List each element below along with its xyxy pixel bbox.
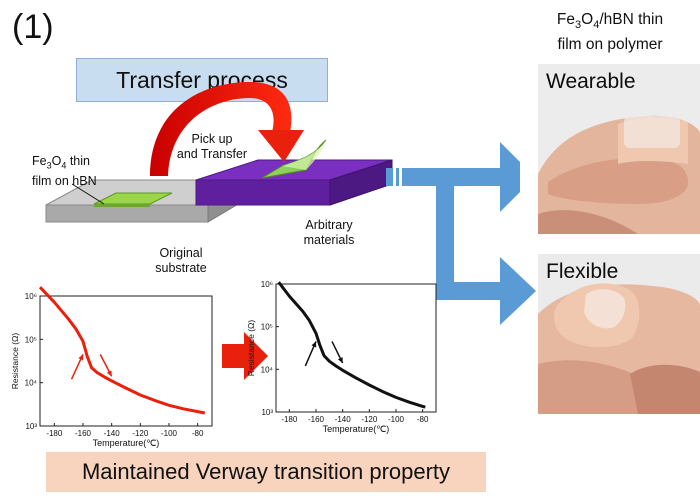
resistance-chart-black: -180 -160 -140 -120 -100 -80 10³ 10⁴ 10⁵ 10⁶ Tempe… <box>246 280 437 434</box>
flexible-photo-image <box>538 254 700 414</box>
x-tick-label: -140 <box>335 415 352 424</box>
panel-label: (1) <box>12 8 54 46</box>
plot-frame <box>39 295 213 427</box>
y-tick-label: 10³ <box>261 408 273 417</box>
plot-frame <box>275 283 437 413</box>
y-tick-label: 10⁴ <box>261 365 274 374</box>
x-tick-label: -160 <box>75 429 92 438</box>
transfer-diagram <box>45 82 520 300</box>
flexible-label: Flexible <box>546 260 619 283</box>
wearable-photo: Wearable <box>538 64 700 234</box>
x-tick-label: -140 <box>104 429 121 438</box>
arbitrary-materials-label: Arbitrary materials <box>303 218 355 247</box>
y-axis-label: Resistance (Ω) <box>10 333 20 390</box>
film-pointer-line <box>71 183 105 205</box>
x-tick-label: -120 <box>132 429 149 438</box>
film-on-hbn-label: Fe3O4 thin film on hBN <box>32 154 97 188</box>
wearable-label: Wearable <box>546 70 636 93</box>
resistance-chart-red: -180 -160 -140 -120 -100 -80 10³ 10⁴ 10⁵ 10⁶ Tempe… <box>10 286 213 448</box>
x-tick-label: -180 <box>281 415 298 424</box>
down-arrow-head <box>337 357 343 364</box>
y-tick-label: 10⁵ <box>261 323 273 332</box>
maintained-property-text: Maintained Verway transition property <box>81 459 451 484</box>
transfer-arc-arrow <box>150 82 304 176</box>
x-tick-label: -120 <box>361 415 378 424</box>
x-axis-label: Temperature(℃) <box>93 438 160 448</box>
original-substrate-label: Original substrate <box>155 246 207 275</box>
up-arrow-head <box>78 354 84 361</box>
x-tick-label: -100 <box>161 429 178 438</box>
thin-film-title: Fe3O4/hBN thin film on polymer <box>556 11 664 54</box>
blue-arrowhead-lower <box>500 257 536 325</box>
y-axis-label: Resistance (Ω) <box>246 320 256 377</box>
maintained-property-title: Maintained Verway transition property <box>46 452 486 492</box>
x-axis-label: Temperature(℃) <box>323 424 390 434</box>
wearable-photo-image <box>538 64 700 234</box>
y-tick-label: 10⁶ <box>25 292 37 301</box>
series-line <box>277 281 426 409</box>
x-tick-label: -80 <box>192 429 204 438</box>
x-tick-label: -160 <box>308 415 325 424</box>
pick-up-label: Pick up and Transfer <box>176 132 248 161</box>
arbitrary-material-slab <box>195 139 393 206</box>
red-block-arrow <box>222 332 268 380</box>
y-tick-label: 10³ <box>25 422 37 431</box>
x-tick-label: -100 <box>388 415 405 424</box>
up-arrow-head <box>311 341 317 348</box>
y-tick-label: 10⁴ <box>25 379 38 388</box>
down-arrow-head <box>106 370 112 377</box>
x-tick-label: -80 <box>417 415 429 424</box>
y-tick-label: 10⁵ <box>25 335 37 344</box>
blue-branch-arrows <box>386 142 520 300</box>
flexible-photo: Flexible <box>538 254 700 414</box>
series-line <box>38 286 206 415</box>
x-tick-label: -180 <box>46 429 63 438</box>
y-tick-label: 10⁶ <box>261 280 273 289</box>
